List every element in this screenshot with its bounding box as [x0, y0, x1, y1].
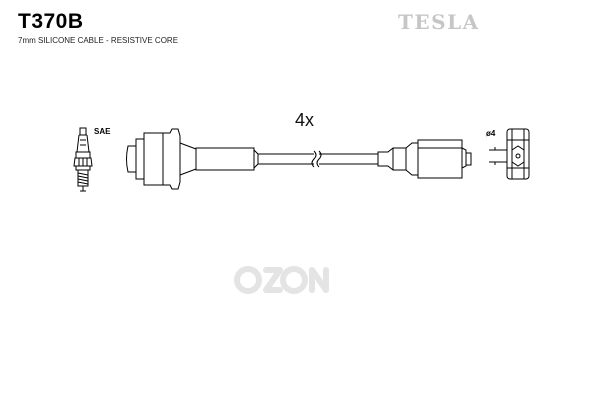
distributor-boot-icon	[377, 139, 472, 179]
part-number: T370B	[18, 10, 84, 33]
cable-spec-subtitle: 7mm SILICONE CABLE - RESISTIVE CORE	[18, 36, 179, 45]
quantity-label: 4x	[295, 110, 315, 130]
spark-plug-type-label: SAE	[94, 127, 111, 136]
brand-logo: TESLA	[398, 10, 480, 34]
ozon-watermark-logo	[234, 266, 329, 294]
terminal-detail-icon	[489, 128, 530, 180]
spark-plug-boot-icon	[126, 128, 259, 190]
spark-plug-icon	[73, 127, 93, 192]
terminal-diameter-label: ø4	[486, 129, 496, 138]
cable-icon	[258, 150, 378, 168]
